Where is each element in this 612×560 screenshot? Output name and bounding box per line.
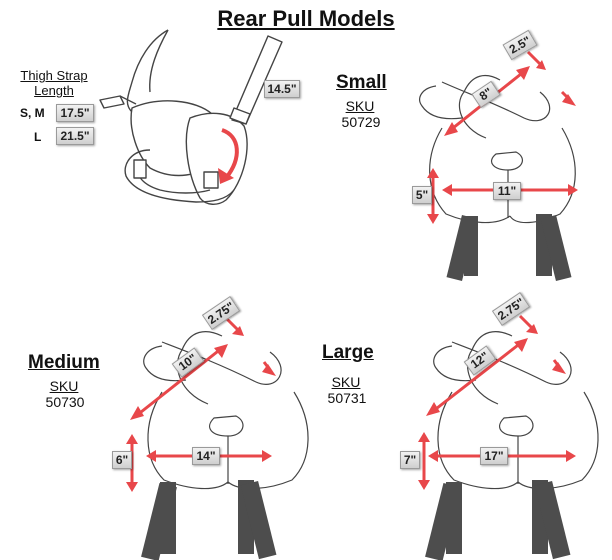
width-arrowhead-l-large xyxy=(428,450,438,462)
height-arrowhead-b-medium xyxy=(126,482,138,492)
dim-height-large: 7" xyxy=(400,451,420,469)
sling-strap-right-outer-medium xyxy=(240,481,277,560)
diag-arrow-large xyxy=(431,340,523,414)
width-arrowhead-r-small xyxy=(568,184,578,196)
height-arrowhead-b-large xyxy=(418,480,430,490)
harness-buckle-strap xyxy=(119,95,137,105)
harness-curved-arrowhead xyxy=(218,168,234,184)
sling-strap-right-outer-small xyxy=(540,215,572,281)
harness-buckle-left xyxy=(99,95,125,109)
harness-top-strap-left xyxy=(126,29,169,113)
harness-strap-buckle xyxy=(229,107,251,125)
height-arrowhead-t-large xyxy=(418,432,430,442)
width-arrowhead-r-medium xyxy=(262,450,272,462)
thigh-strap-heading-line2: Length xyxy=(34,83,74,98)
sling-body-right-small xyxy=(509,127,576,224)
top-arrowhead-medium xyxy=(232,326,244,336)
sling-strap-left-inner-small xyxy=(464,216,478,276)
sling-hole-large xyxy=(499,415,534,437)
width-arrowhead-r-large xyxy=(566,450,576,462)
sku-number-small: 50729 xyxy=(341,114,381,130)
sling-hole-small xyxy=(491,151,524,171)
diag-arrowhead-a-small xyxy=(444,122,458,136)
sku-number-medium: 50730 xyxy=(45,394,85,410)
strap-length-l: 21.5" xyxy=(56,127,94,145)
strap-length-tall: 14.5" xyxy=(264,80,300,98)
sku-number-large: 50731 xyxy=(327,390,367,406)
sku-label-medium: SKU xyxy=(49,378,79,394)
sling-strap-right-outer-large xyxy=(534,481,571,560)
diag-arrowhead-a-large xyxy=(426,402,440,416)
sling-head-loop-left-small xyxy=(419,85,463,120)
diag-arrowhead-b-small xyxy=(516,66,530,80)
page-title: Rear Pull Models xyxy=(217,6,395,31)
harness-leg-loop xyxy=(124,149,235,203)
sling-head-cross-small xyxy=(458,74,501,139)
sling-strap-left-inner-large xyxy=(446,482,462,554)
sling-hole-medium xyxy=(209,415,244,437)
diag-arrow-medium xyxy=(135,346,223,418)
sling-head-loop-large xyxy=(451,341,572,385)
harness-leg-buckle-left xyxy=(133,159,147,179)
sling-strap-left-inner-medium xyxy=(160,482,176,554)
sling-body-left-medium xyxy=(147,391,229,490)
sling-head-loop-left-large xyxy=(433,345,477,382)
width-arrowhead-l-medium xyxy=(146,450,156,462)
top-arrowhead-small xyxy=(536,60,546,70)
sling-head-loop-small xyxy=(441,81,551,122)
model-name-medium: Medium xyxy=(28,352,100,373)
dim-width-small: 11" xyxy=(493,182,521,200)
dim-height-medium: 6" xyxy=(112,451,132,469)
sku-label-small: SKU xyxy=(345,98,375,114)
diag-arrowhead-b-large xyxy=(514,338,528,352)
sling-body-left-large xyxy=(437,391,519,490)
sling-body-left-small xyxy=(429,127,511,224)
size-label-sm: S, M xyxy=(20,106,45,120)
harness-leg-buckle-right xyxy=(203,171,219,189)
pull-arrowhead-medium xyxy=(262,364,276,376)
sku-label-large: SKU xyxy=(331,374,361,390)
sling-head-cross-medium xyxy=(177,331,223,405)
width-arrowhead-l-small xyxy=(442,184,452,196)
thigh-strap-heading-line1: Thigh Strap xyxy=(20,68,88,83)
sling-body-right-large xyxy=(517,391,599,490)
dim-width-medium: 14" xyxy=(192,447,220,465)
sling-head-loop-medium xyxy=(161,341,282,385)
size-label-l: L xyxy=(34,130,42,144)
dim-height-small: 5" xyxy=(412,186,432,204)
top-arrowhead-large xyxy=(526,324,538,334)
diag-arrowhead-a-medium xyxy=(130,406,144,420)
dim-width-large: 17" xyxy=(480,447,508,465)
model-name-small: Small xyxy=(336,72,387,93)
strap-length-sm: 17.5" xyxy=(56,104,94,122)
pull-arrowhead-small xyxy=(562,94,576,106)
thigh-strap-heading: Thigh Strap Length xyxy=(8,68,100,98)
sling-head-cross-large xyxy=(467,331,513,405)
diag-arrowhead-b-medium xyxy=(214,344,228,358)
height-arrowhead-t-medium xyxy=(126,434,138,444)
harness-top-strap-right xyxy=(149,29,169,93)
pull-arrowhead-large xyxy=(552,362,566,374)
height-arrowhead-b-small xyxy=(427,214,439,224)
height-arrowhead-t-small xyxy=(427,168,439,178)
harness-curved-arrow xyxy=(221,128,239,180)
model-name-large: Large xyxy=(322,342,374,363)
sling-head-loop-left-medium xyxy=(143,345,187,382)
